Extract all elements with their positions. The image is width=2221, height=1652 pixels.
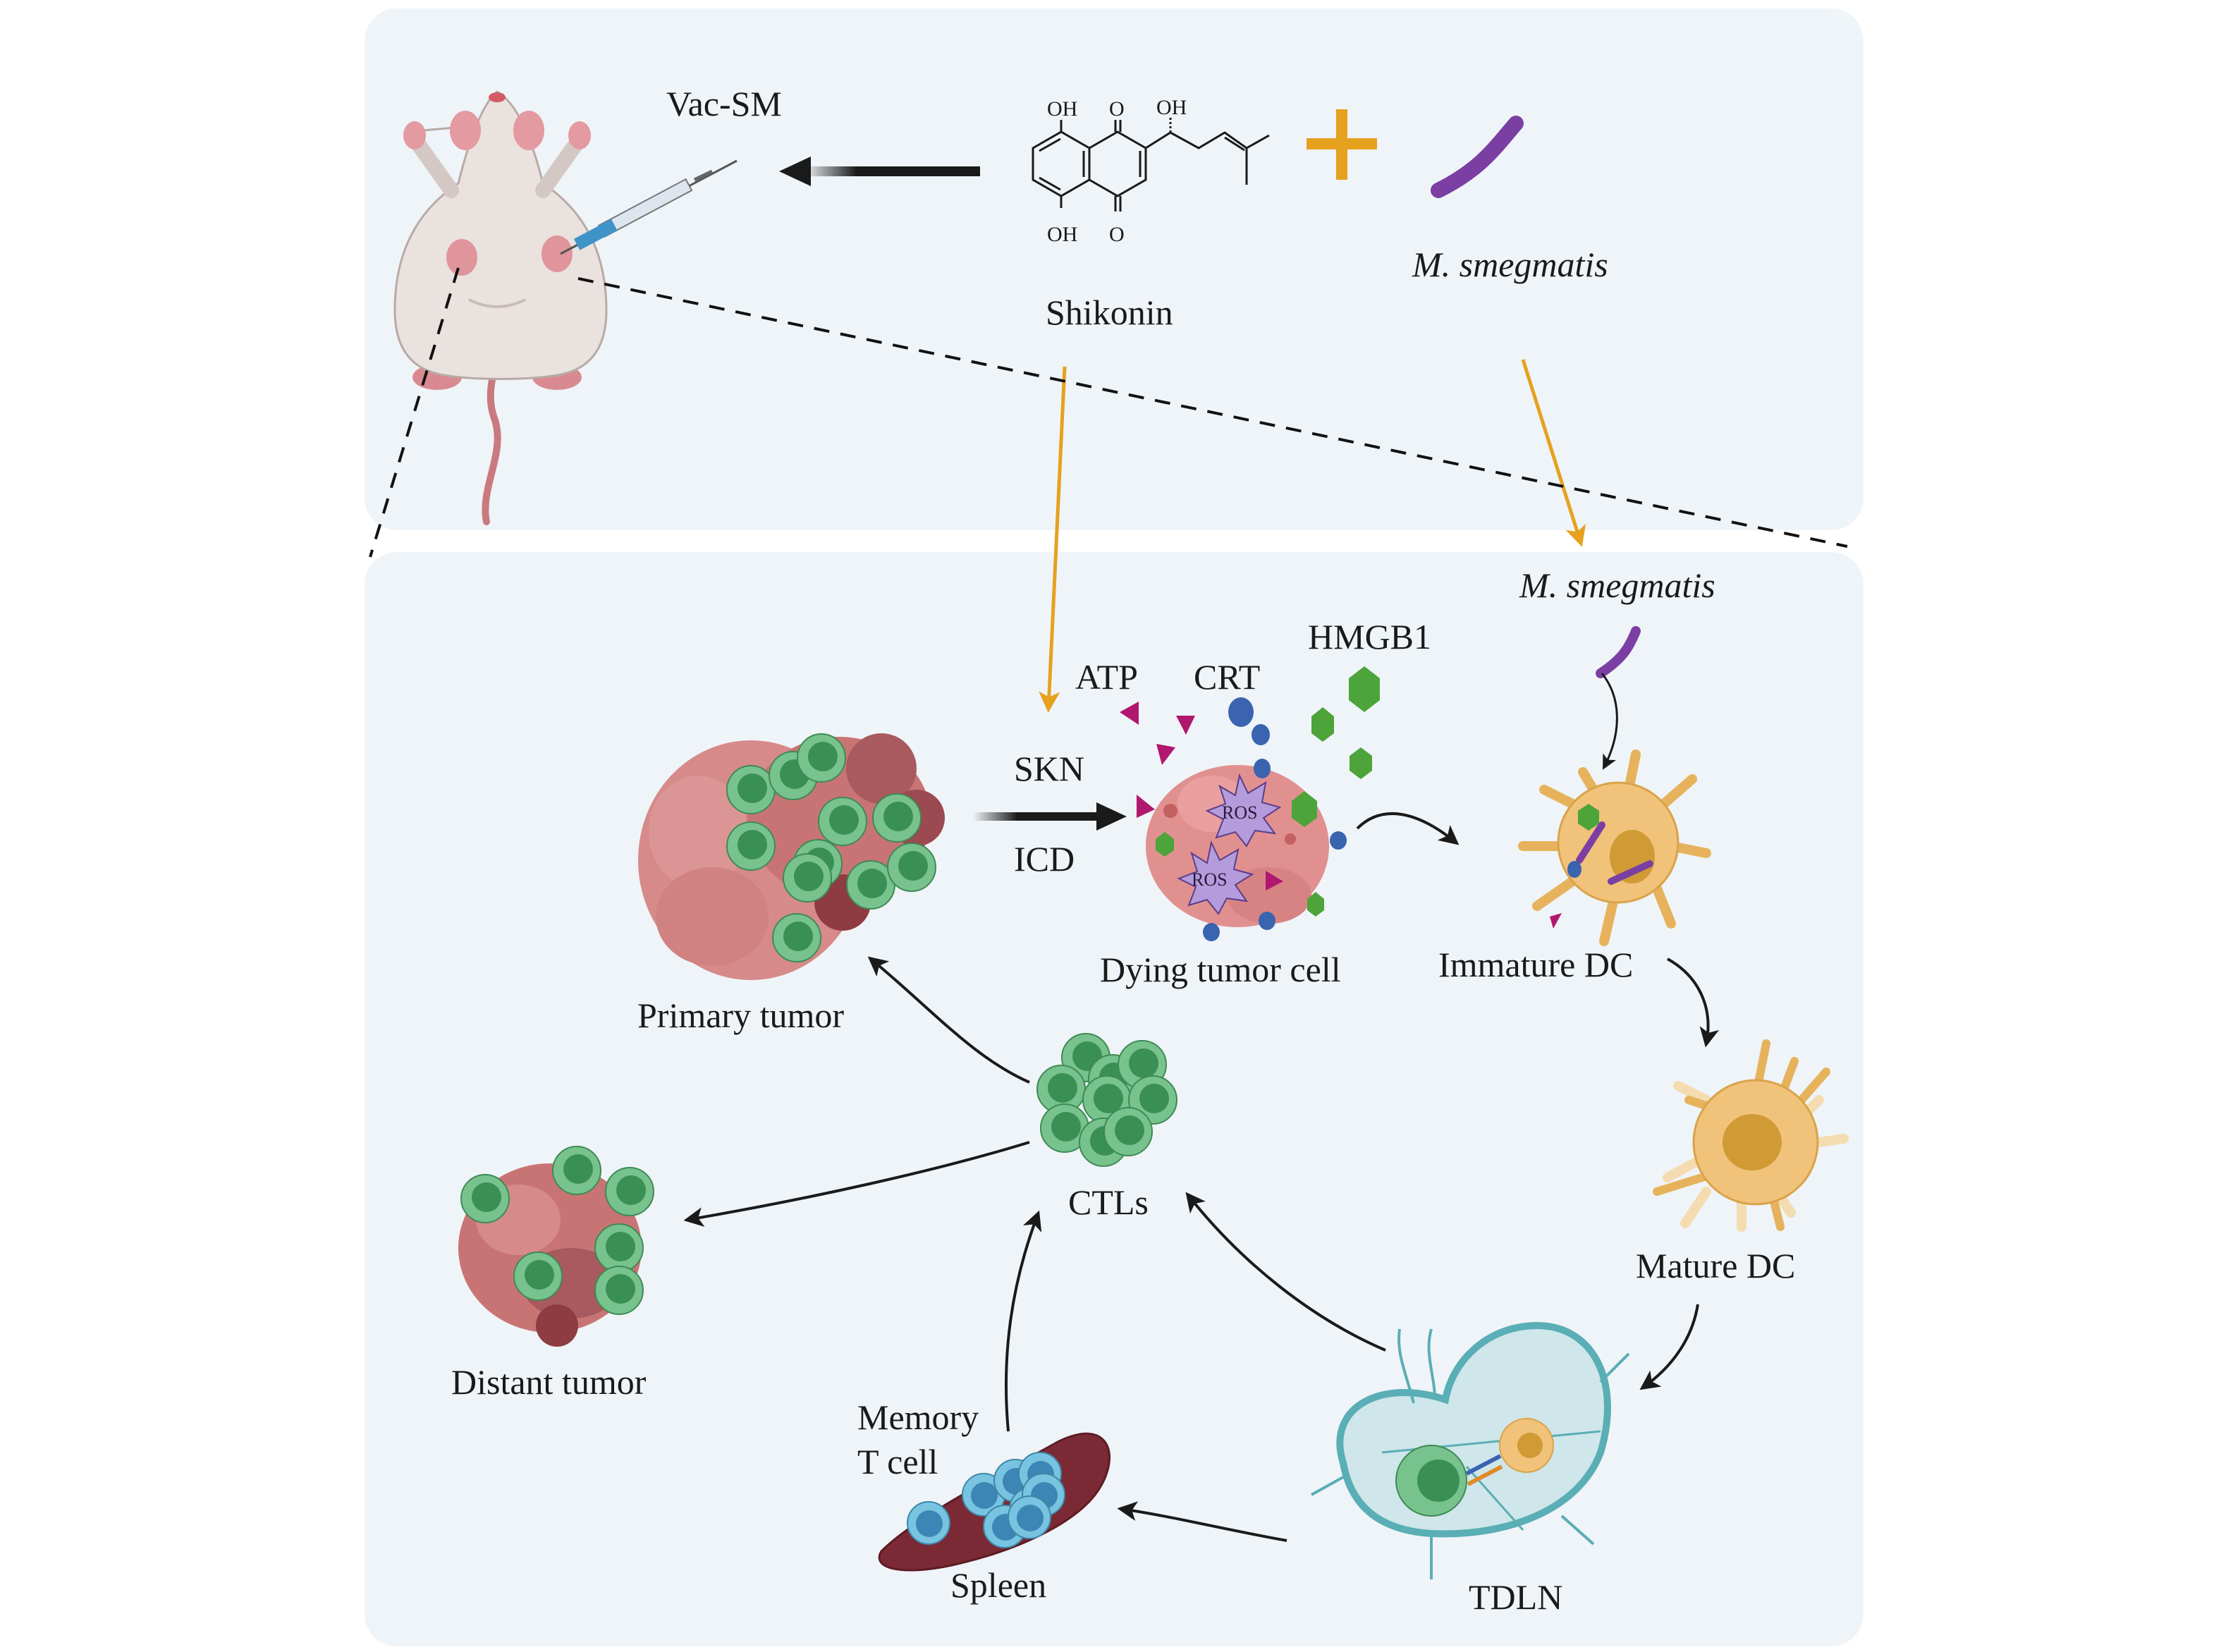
m-smegmatis-label-top: M. smegmatis bbox=[1412, 245, 1608, 284]
zoom-guide-right bbox=[577, 277, 1848, 548]
tdln-label: TDLN bbox=[1469, 1577, 1563, 1617]
bacterium-icon bbox=[1596, 626, 1641, 678]
mature-dc-label: Mature DC bbox=[1636, 1246, 1796, 1285]
tdln-to-ctls-arrow bbox=[1185, 1192, 1386, 1352]
vac-sm-label: Vac-SM bbox=[666, 84, 782, 123]
ros-label-lower: ROS bbox=[1192, 869, 1228, 890]
crt-molecules bbox=[1203, 697, 1347, 941]
top-panel-background bbox=[365, 8, 1864, 530]
ros-burst-icon bbox=[1177, 840, 1254, 915]
bacteria-to-dc-arrow bbox=[1601, 673, 1618, 770]
spleen-to-ctls-arrow bbox=[1005, 1210, 1042, 1432]
hmgb1-label: HMGB1 bbox=[1308, 617, 1432, 656]
ros-label-upper: ROS bbox=[1222, 802, 1258, 823]
vaccine-arrow bbox=[779, 157, 980, 186]
bacteria-down-arrow bbox=[1521, 359, 1586, 547]
dying-to-dc-arrow bbox=[1356, 812, 1460, 845]
ctls-label: CTLs bbox=[1068, 1182, 1149, 1222]
shikonin-to-tumor-arrow bbox=[1039, 366, 1067, 713]
spleen-label: Spleen bbox=[950, 1565, 1047, 1605]
m-smegmatis-label-bottom: M. smegmatis bbox=[1519, 565, 1715, 605]
atom-o-top: O bbox=[1109, 97, 1125, 121]
atom-o-bottom: O bbox=[1109, 223, 1125, 246]
distant-tumor-illustration bbox=[458, 1146, 654, 1347]
immature-to-mature-arrow bbox=[1667, 957, 1720, 1048]
plus-icon bbox=[1307, 109, 1377, 180]
primary-tumor-illustration bbox=[638, 733, 945, 980]
immature-dc-label: Immature DC bbox=[1438, 945, 1634, 984]
bacterium-icon bbox=[1431, 116, 1524, 198]
dying-tumor-cell-label: Dying tumor cell bbox=[1100, 950, 1341, 989]
crt-label: CRT bbox=[1194, 657, 1261, 697]
skn-label: SKN bbox=[1014, 749, 1085, 788]
spleen-illustration bbox=[878, 1432, 1110, 1572]
atom-oh-bottom-left: OH bbox=[1047, 223, 1078, 246]
atom-oh-top-left: OH bbox=[1047, 97, 1078, 121]
atp-molecules bbox=[1120, 702, 1283, 891]
tdln-illustration bbox=[1311, 1321, 1630, 1579]
dying-tumor-cell-illustration bbox=[1146, 765, 1329, 927]
memory-t-cell-label-line1: Memory bbox=[857, 1397, 979, 1437]
mature-to-tdln-arrow bbox=[1639, 1304, 1699, 1390]
mouse-illustration bbox=[393, 90, 608, 525]
ros-burst-icon bbox=[1205, 773, 1282, 848]
tdln-to-spleen-arrow bbox=[1117, 1501, 1287, 1542]
atp-label: ATP bbox=[1075, 657, 1138, 697]
zoom-guide-left bbox=[369, 267, 460, 558]
ctls-to-distant-tumor-arrow bbox=[683, 1141, 1030, 1228]
icd-label: ICD bbox=[1014, 839, 1075, 879]
ctls-to-primary-tumor-arrow bbox=[867, 956, 1030, 1084]
memory-t-cell-label-line2: T cell bbox=[857, 1442, 938, 1481]
distant-tumor-label: Distant tumor bbox=[451, 1362, 647, 1402]
immature-dc-illustration bbox=[1518, 749, 1711, 946]
primary-tumor-label: Primary tumor bbox=[637, 996, 845, 1035]
skn-icd-arrow bbox=[973, 802, 1127, 831]
atom-oh-side-chain: OH bbox=[1156, 96, 1187, 119]
hmgb1-molecules bbox=[1156, 666, 1380, 917]
shikonin-label: Shikonin bbox=[1046, 293, 1173, 332]
shikonin-structure-icon bbox=[1032, 116, 1270, 212]
ctls-illustration bbox=[1036, 1033, 1177, 1167]
syringe-icon bbox=[560, 159, 738, 255]
mature-dc-illustration bbox=[1653, 1039, 1849, 1232]
